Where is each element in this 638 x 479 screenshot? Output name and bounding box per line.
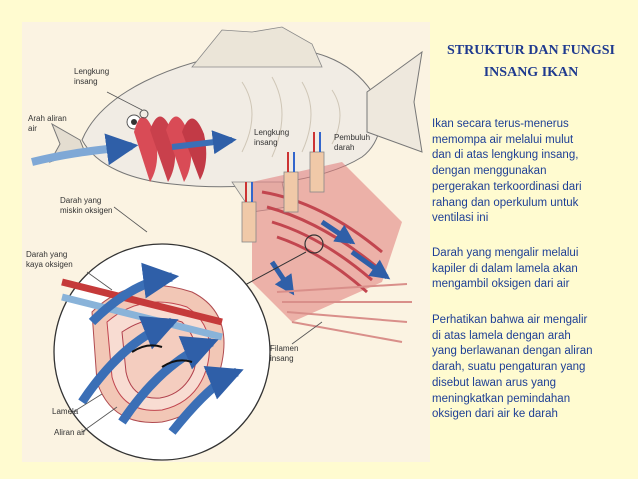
label-filamen-insang: Filamen insang: [270, 344, 299, 363]
label-aliran-air: Aliran air: [54, 428, 86, 437]
label-arah-aliran-air: Arah aliran air: [28, 114, 67, 133]
water-outflow-arrow: [171, 130, 237, 155]
paragraph-ventilation: Ikan secara terus-menerus memompa air me…: [432, 118, 582, 225]
gill-arch-sections-icon: [241, 132, 412, 343]
paragraph-blood-flow: Darah yang mengalir melalui kapiler di d…: [432, 247, 579, 291]
label-lengkung-insang-1: Lengkung insang: [74, 67, 110, 86]
water-inflow-arrow: [31, 133, 139, 166]
lamella-magnified-icon: [53, 243, 271, 461]
label-lamela: Lamela: [52, 407, 79, 416]
label-darah-kaya-oksigen: Darah yang kaya oksigen: [26, 250, 73, 269]
label-darah-miskin-oksigen: Darah yang miskin oksigen: [60, 196, 113, 215]
gill-illustration: Lengkung insang Arah aliran air Lengkung…: [22, 22, 430, 462]
page-title: STRUKTUR DAN FUNGSI INSANG IKAN: [446, 43, 616, 80]
label-pembuluh-darah: Pembuluh darah: [334, 133, 371, 152]
paragraph-countercurrent: Perhatikan bahwa air mengalir di atas la…: [432, 314, 593, 421]
fish-icon: [48, 26, 423, 213]
label-lengkung-insang-2: Lengkung insang: [254, 128, 290, 147]
gill-diagram-svg: [31, 26, 423, 461]
